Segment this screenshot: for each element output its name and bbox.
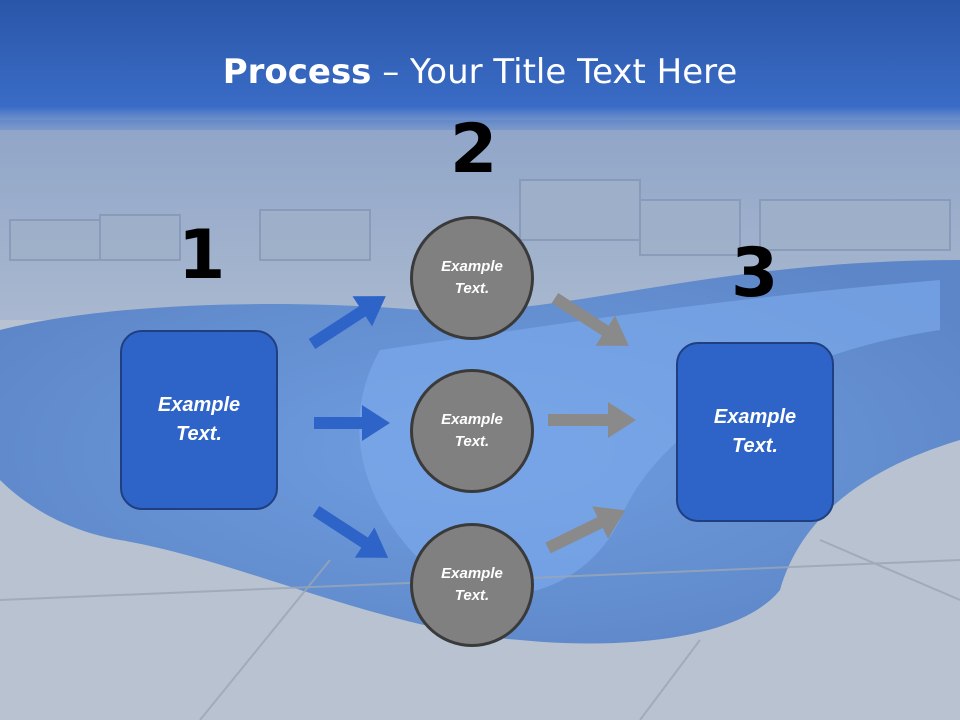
arrow-blue-down <box>312 505 389 558</box>
title-bold: Process <box>222 52 372 92</box>
arrow-blue-right <box>314 405 390 441</box>
circle-bottom-line2: Text. <box>454 587 490 604</box>
circle-middle-line2: Text. <box>454 433 490 450</box>
left-box-line2: Text. <box>176 423 222 445</box>
arrow-gray-up <box>545 506 626 554</box>
arrow-gray-right <box>548 402 636 438</box>
step-number-1: 1 <box>178 216 226 295</box>
right-box-line2: Text. <box>732 435 778 457</box>
left-box-line1: Example <box>157 394 241 416</box>
step-number-2: 2 <box>450 110 498 189</box>
right-box-line1: Example <box>713 406 797 428</box>
arrow-gray-down <box>551 292 629 346</box>
slide-title: Process – Your Title Text Here <box>0 52 960 92</box>
step-number-3: 3 <box>731 234 779 313</box>
circle-middle-line1: Example <box>441 410 503 428</box>
circle-top-line2: Text. <box>454 280 490 297</box>
arrow-blue-up <box>308 296 386 350</box>
title-rest: – Your Title Text Here <box>371 52 738 92</box>
circle-top-line1: Example <box>441 257 503 275</box>
circle-bottom-line1: Example <box>441 564 503 582</box>
